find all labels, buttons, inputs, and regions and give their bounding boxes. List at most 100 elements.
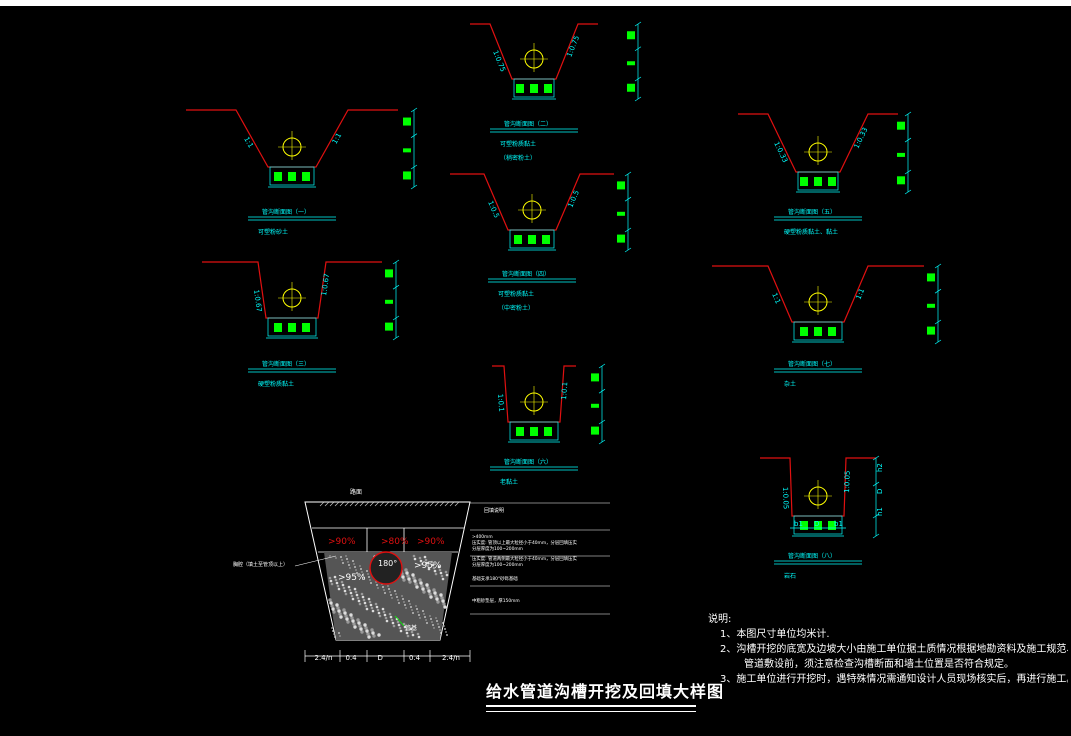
section-caption: 管沟断面图（一）	[262, 208, 310, 216]
section-caption: 管沟断面图（六）	[504, 458, 552, 466]
gravel-dot	[432, 624, 434, 626]
surface-hatch	[434, 501, 440, 507]
bedding-block	[516, 84, 524, 93]
gravel-dot	[404, 604, 406, 606]
dim-tick	[624, 196, 632, 202]
surface-hatch	[394, 501, 400, 507]
gravel-dot	[332, 610, 336, 614]
gravel-dot	[332, 630, 334, 632]
gravel-dot	[440, 574, 444, 578]
gravel-dot	[335, 581, 339, 585]
gravel-dot	[420, 584, 424, 588]
gravel-dot	[402, 598, 404, 600]
gravel-dot	[434, 572, 438, 576]
bedding-block	[288, 172, 296, 181]
surface-hatch	[324, 501, 330, 507]
gravel-dot	[411, 633, 415, 637]
gravel-dot	[340, 580, 344, 584]
gravel-dot	[402, 622, 406, 626]
gravel-dot	[382, 586, 384, 588]
gravel-dot	[417, 611, 419, 613]
bedding-block	[814, 521, 822, 530]
gravel-dot	[353, 587, 357, 591]
gravel-dot	[431, 563, 435, 567]
gravel-dot	[336, 584, 340, 588]
gravel-dot	[384, 616, 388, 620]
surface-hatch	[334, 501, 340, 507]
section-caption: 管沟断面图（八）	[788, 552, 836, 560]
bedding-block	[528, 235, 536, 244]
soil-note: 可塑粉质黏土	[500, 140, 536, 148]
gravel-dot	[333, 575, 337, 579]
gravel-dot	[426, 586, 430, 590]
gravel-dot	[389, 615, 393, 619]
gravel-dot	[411, 573, 415, 577]
gravel-dot	[361, 595, 365, 599]
backfill-detail: >90%>80%>90%>95%>95%180°路面胸腔（填土至管顶以上）管基2…	[233, 488, 610, 662]
surface-hatch	[344, 501, 350, 507]
gravel-dot	[412, 576, 416, 580]
gravel-dot	[345, 555, 347, 557]
dim-mark	[385, 322, 393, 331]
gravel-dot	[412, 554, 416, 558]
slope-label-right: 1:0.67	[320, 273, 331, 296]
bedding-block	[302, 323, 310, 332]
gravel-dot	[346, 620, 350, 624]
gravel-dot	[342, 562, 344, 564]
gravel-dot	[342, 586, 346, 590]
bedding-block	[828, 521, 836, 530]
gravel-dot	[374, 602, 378, 606]
dim-label-right: h1	[876, 507, 884, 516]
gravel-dot	[418, 614, 420, 616]
dim-mark	[617, 234, 625, 243]
dim-tick	[624, 247, 632, 253]
gravel-dot	[371, 631, 375, 635]
gravel-dot	[440, 632, 442, 634]
gravel-dot	[401, 575, 405, 579]
gravel-dot	[334, 636, 336, 638]
dim-label-bottom: b1	[834, 520, 843, 528]
gravel-dot	[365, 607, 369, 611]
gravel-dot	[330, 604, 334, 608]
gravel-dot	[345, 617, 349, 621]
gravel-dot	[370, 628, 374, 632]
title-underline-2	[486, 711, 696, 712]
gravel-dot	[357, 621, 361, 625]
gravel-dot	[439, 593, 443, 597]
gravel-dot	[442, 622, 444, 624]
gravel-dot	[359, 565, 361, 567]
gravel-dot	[405, 571, 409, 575]
dim-mark	[617, 211, 625, 216]
bedding-block	[274, 172, 282, 181]
gravel-dot	[424, 616, 426, 618]
gravel-dot	[416, 608, 418, 610]
gravel-dot	[404, 628, 408, 632]
gravel-dot	[342, 608, 346, 612]
slope-label-left: 1:0.5	[486, 200, 500, 220]
gravel-dot	[335, 603, 339, 607]
gravel-dot	[360, 592, 364, 596]
compaction-zone: >80%	[381, 537, 409, 547]
gravel-dot	[409, 627, 413, 631]
surface-hatch	[374, 501, 380, 507]
dim-label-right: h2	[876, 463, 884, 472]
gravel-dot	[442, 602, 446, 606]
bedding-box	[509, 229, 555, 249]
dim-tick	[598, 363, 606, 369]
bedding-block	[288, 323, 296, 332]
gravel-dot	[370, 582, 372, 584]
gravel-dot	[352, 622, 356, 626]
gravel-dot	[356, 618, 360, 622]
dim-mark	[591, 426, 599, 435]
gravel-dot	[421, 587, 425, 591]
gravel-dot	[407, 577, 411, 581]
note-3: 3、施工单位进行开挖时，遇特殊情况需通知设计人员现场核实后，再进行施工。	[720, 674, 1068, 685]
note-2b: 管道敷设前，须注意检查沟槽断面和墙土位置是否符合规定。	[744, 659, 1014, 670]
table-row: 分层厚度为100~200mm	[472, 561, 523, 568]
gravel-dot	[356, 572, 358, 574]
gravel-dot	[415, 605, 417, 607]
gravel-dot	[426, 622, 428, 624]
gravel-dot	[344, 614, 348, 618]
